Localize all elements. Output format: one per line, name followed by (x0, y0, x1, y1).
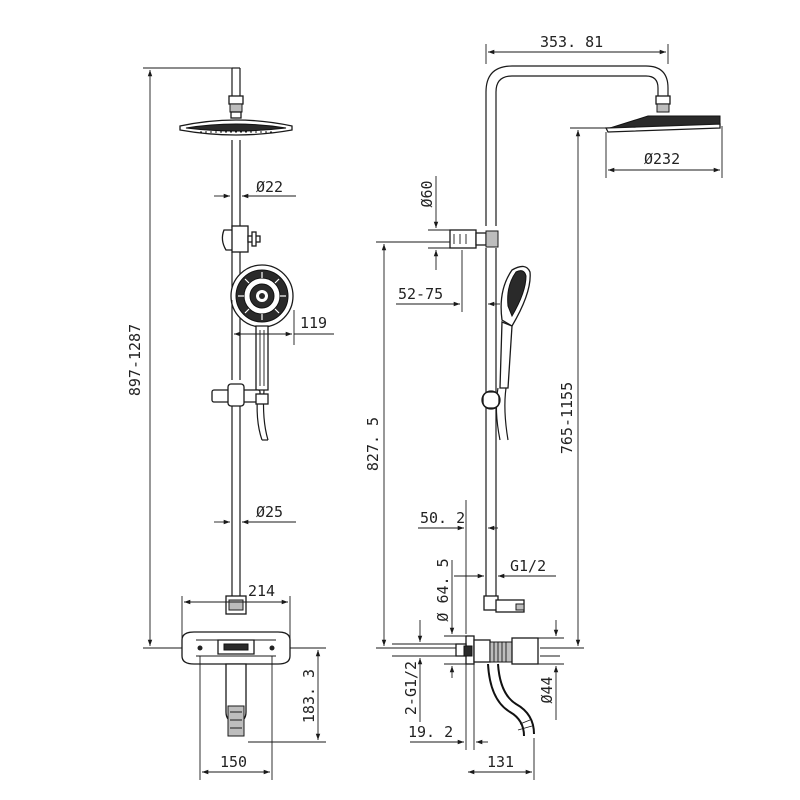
dim-lower-rail-diameter: Ø25 (214, 503, 296, 525)
label-cover-diameter: Ø 64. 5 (434, 558, 452, 621)
wall-bracket-side (449, 229, 499, 249)
dim-bracket-diameter: Ø60 (418, 176, 450, 270)
upper-holder-bracket (221, 225, 261, 253)
label-height-range: 897-1287 (126, 324, 144, 396)
label-base-depth: 19. 2 (408, 723, 453, 741)
upper-rail (231, 140, 241, 228)
dim-rail-offset: 50. 2 (418, 500, 498, 634)
label-bracket-diameter: Ø60 (418, 180, 436, 207)
label-inlet-thread: G1/2 (510, 557, 546, 575)
label-wall-spacing: 150 (220, 753, 247, 771)
dim-height-range: 897-1287 (126, 67, 232, 649)
dim-spout-diameter: Ø44 (538, 620, 564, 720)
dim-arm-reach: 353. 81 (485, 33, 669, 64)
rain-shower-head-side (604, 115, 721, 133)
label-spout-reach: 131 (487, 753, 514, 771)
dim-rail-diameter: Ø22 (214, 178, 296, 199)
label-arm-reach: 353. 81 (540, 33, 603, 51)
label-head-diameter: Ø232 (644, 150, 680, 168)
label-spout-height: 183. 3 (300, 669, 318, 723)
label-spout-diameter: Ø44 (538, 676, 556, 703)
mixer-valve-side (455, 595, 560, 737)
label-holder-height: 827. 5 (364, 417, 382, 471)
label-handheld-extent: 119 (300, 314, 327, 332)
dim-base-depth: 19. 2 (408, 664, 488, 750)
side-rail (485, 248, 497, 596)
dim-wall-spacing: 150 (199, 656, 273, 780)
dim-spout-height: 183. 3 (248, 647, 326, 743)
dim-inlet-thread: G1/2 (454, 557, 556, 579)
mixer-body-front (181, 631, 291, 737)
handheld-shower-side (495, 265, 531, 441)
label-lower-rail-diameter: Ø25 (256, 503, 283, 521)
dim-handheld-extent: 119 (231, 300, 334, 345)
dim-cover-diameter: Ø 64. 5 (434, 558, 466, 678)
dim-wall-threads: 2-G1/2 (392, 620, 456, 722)
slide-holder-front (211, 383, 269, 407)
label-rail-diameter: Ø22 (256, 178, 283, 196)
rain-arm-side (485, 65, 669, 226)
side-view: 353. 81 Ø232 765-1155 Ø60 (364, 33, 723, 780)
label-mixer-width: 214 (248, 582, 275, 600)
slide-holder-side (481, 390, 501, 410)
label-head-height: 765-1155 (558, 382, 576, 454)
label-bracket-range: 52-75 (398, 285, 443, 303)
front-riser-top (231, 68, 241, 100)
dim-head-height: 765-1155 (540, 127, 608, 649)
dim-mixer-width: 214 (181, 582, 291, 638)
rain-shower-head-front (179, 119, 293, 136)
dim-bracket-range: 52-75 (396, 250, 500, 312)
dim-holder-height: 827. 5 (364, 241, 456, 649)
front-view: 897-1287 Ø22 119 Ø25 214 (126, 67, 334, 780)
dim-head-diameter: Ø232 (605, 126, 723, 178)
label-wall-threads: 2-G1/2 (402, 661, 420, 715)
lower-rail (231, 406, 241, 596)
dim-spout-reach: 131 (468, 738, 535, 780)
label-rail-offset: 50. 2 (420, 509, 465, 527)
handheld-shower-front (230, 264, 294, 441)
